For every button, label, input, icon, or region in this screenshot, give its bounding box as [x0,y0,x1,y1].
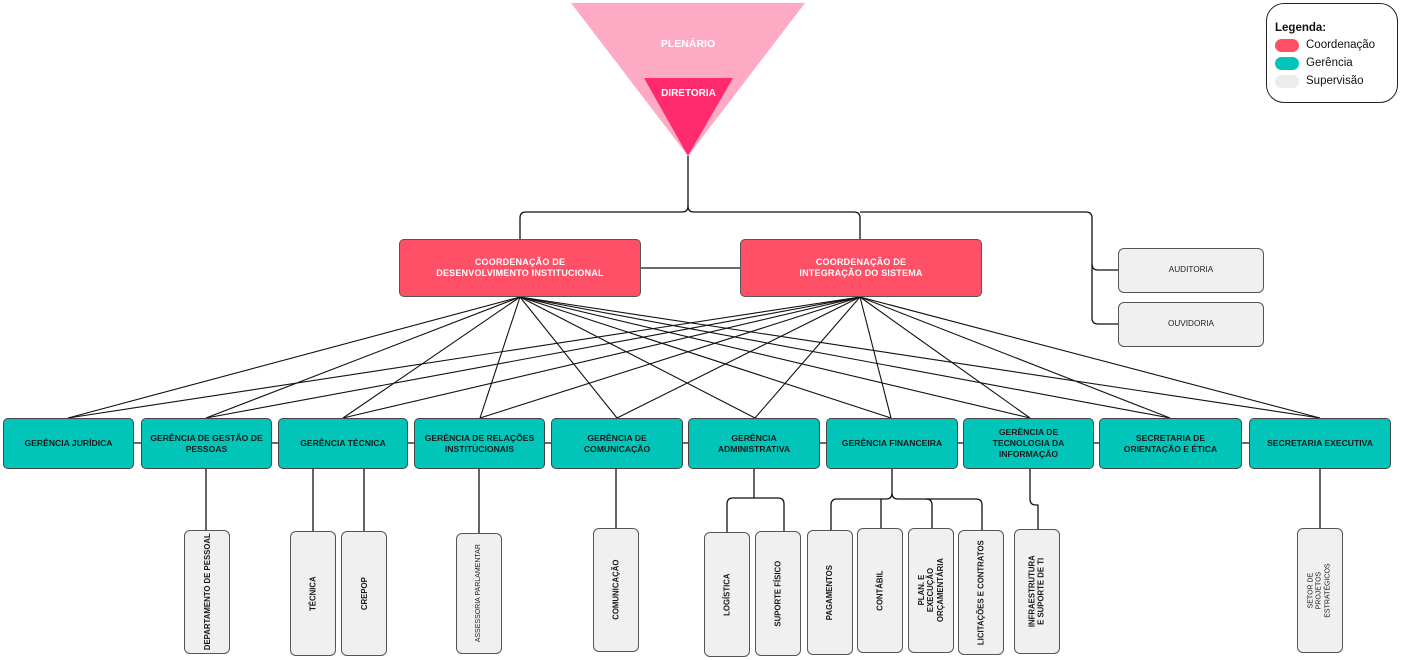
coordenacao-integracao-sistema[interactable]: COORDENAÇÃO DE INTEGRAÇÃO DO SISTEMA [740,239,982,297]
setor-label: LOGÍSTICA [722,573,732,616]
legend-label: Gerência [1306,57,1353,69]
setor-assessoria-parlamentar[interactable]: ASSESSORIA PARLAMENTAR [456,533,502,654]
setor-label: ASSESSORIA PARLAMENTAR [474,544,482,643]
setor-label: SETOR DE PROJETOS ESTRATÉGICOS [1307,563,1332,618]
coordenacao-desenvolvimento-institucional[interactable]: COORDENAÇÃO DE DESENVOLVIMENTO INSTITUCI… [399,239,641,297]
legend-swatch-gerencia [1275,56,1299,70]
gerencia-gestao-pessoas[interactable]: GERÊNCIA DE GESTÃO DE PESSOAS [141,418,272,469]
diretoria-label: DIRETORIA [661,88,716,99]
coordenacao-line1: COORDENAÇÃO DE [474,256,566,267]
setor-label: CONTÁBIL [875,570,885,611]
setor-plan-execucao-orcamentaria[interactable]: PLAN. E EXECUÇÃO ORÇAMENTÁRIA [908,528,954,653]
gerencia-tecnologia-informacao[interactable]: GERÊNCIA DE TECNOLOGIA DA INFORMAÇÃO [963,418,1094,469]
legend-item-coordenacao: Coordenação [1275,36,1397,54]
coordenacao-line1: COORDENAÇÃO DE [815,256,907,267]
plenario-label: PLENÁRIO [660,38,716,50]
secretaria-orientacao-etica[interactable]: SECRETARIA DE ORIENTAÇÃO E ÉTICA [1099,418,1242,469]
setor-label: CREPOP [359,577,369,610]
setor-crepop[interactable]: CREPOP [341,531,387,656]
coordenacao-line2: DESENVOLVIMENTO INSTITUCIONAL [436,268,604,278]
coordination-fan-lines [67,296,1321,419]
setor-label: TÉCNICA [308,576,318,611]
auditoria-box[interactable]: AUDITORIA [1118,248,1264,293]
gerencia-administrativa[interactable]: GERÊNCIA ADMINISTRATIVA [688,418,820,469]
legend-label: Coordenação [1306,39,1376,51]
gerencia-juridica[interactable]: GERÊNCIA JURÍDICA [3,418,134,469]
setor-label: DEPARTAMENTO DE PESSOAL [202,533,212,651]
setor-label: LICITAÇÕES E CONTRATOS [976,540,986,645]
legend-item-gerencia: Gerência [1275,54,1397,72]
setor-logistica[interactable]: LOGÍSTICA [704,532,750,657]
legend-swatch-supervisao [1275,74,1299,88]
setor-departamento-pessoal[interactable]: DEPARTAMENTO DE PESSOAL [184,530,230,654]
gerencia-comunicacao[interactable]: GERÊNCIA DE COMUNICAÇÃO [551,418,683,469]
legend-swatch-coordenacao [1275,38,1299,52]
setor-pagamentos[interactable]: PAGAMENTOS [807,530,853,655]
legend: Legenda: Coordenação Gerência Supervisão [1266,3,1398,103]
coordenacao-line2: INTEGRAÇÃO DO SISTEMA [799,268,923,278]
setor-projetos-estrategicos[interactable]: SETOR DE PROJETOS ESTRATÉGICOS [1297,528,1343,653]
gerencia-financeira[interactable]: GERÊNCIA FINANCEIRA [826,418,958,469]
setor-label: INFRAESTRUTURA E SUPORTE DE TI [1027,555,1046,628]
setor-tecnica[interactable]: TÉCNICA [290,531,336,656]
tree-connectors [519,156,1118,325]
legend-title: Legenda: [1275,22,1327,34]
secretaria-executiva[interactable]: SECRETARIA EXECUTIVA [1249,418,1391,469]
ouvidoria-box[interactable]: OUVIDORIA [1118,302,1264,347]
setor-label: SUPORTE FÍSICO [773,560,783,627]
gerencia-relacoes-institucionais[interactable]: GERÊNCIA DE RELAÇÕES INSTITUCIONAIS [414,418,545,469]
setor-label: COMUNICAÇÃO [611,559,621,621]
gerencia-tecnica[interactable]: GERÊNCIA TÉCNICA [278,418,408,469]
legend-label: Supervisão [1306,75,1364,87]
legend-item-supervisao: Supervisão [1275,72,1397,90]
setor-licitacoes-contratos[interactable]: LICITAÇÕES E CONTRATOS [958,530,1004,655]
setor-label: PLAN. E EXECUÇÃO ORÇAMENTÁRIA [916,558,945,623]
sector-connectors [134,442,1321,533]
setor-comunicacao[interactable]: COMUNICAÇÃO [593,528,639,652]
setor-suporte-fisico[interactable]: SUPORTE FÍSICO [755,531,801,656]
setor-contabil[interactable]: CONTÁBIL [857,528,903,653]
setor-infraestrutura-suporte-ti[interactable]: INFRAESTRUTURA E SUPORTE DE TI [1014,529,1060,654]
diretoria-triangle [644,78,733,156]
setor-label: PAGAMENTOS [825,564,835,621]
